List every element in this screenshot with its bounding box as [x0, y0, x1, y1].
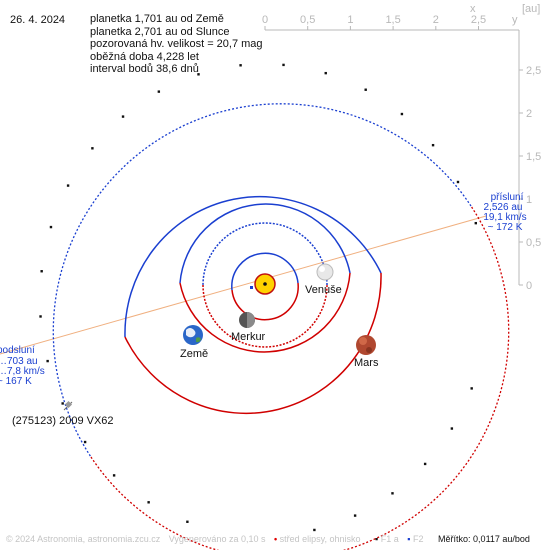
apse-line — [0, 215, 487, 355]
mercury-orbit — [231, 252, 299, 321]
x-tick-label: 2 — [433, 14, 439, 26]
sun — [250, 273, 276, 295]
orbit-point — [83, 440, 87, 444]
distance-sun: planetka 2,701 au od Slunce — [90, 25, 230, 38]
distance-earth: planetka 1,701 au od Země — [90, 13, 224, 25]
x-tick-label: 0 — [262, 14, 268, 26]
orbit-point — [46, 359, 49, 363]
x-tick-label: 1,5 — [385, 14, 400, 26]
orbit-point — [456, 180, 460, 184]
generated-time: Vygenerováno za 0,10 s — [168, 534, 266, 544]
aphelion-title: přísluní — [491, 192, 524, 203]
orbit-point — [470, 387, 473, 390]
copyright: © 2024 Astronomia, astronomia.zcu.cz — [6, 534, 161, 544]
aphelion-distance: 2,526 au — [484, 202, 523, 213]
y-tick-label: 0 — [526, 280, 532, 292]
orbit-point — [364, 88, 367, 91]
y-tick-label: 1 — [526, 194, 532, 206]
asteroid-orbit — [39, 63, 510, 550]
axis-unit: [au] — [522, 3, 540, 15]
orbit-point — [39, 315, 42, 318]
orbit-point — [91, 147, 94, 150]
y-tick-label: 0,5 — [526, 237, 541, 249]
orbit-point — [474, 221, 477, 225]
perihelion-temp: ~ 167 K — [0, 376, 32, 387]
venus-orbit — [202, 222, 328, 348]
scale: Měřítko: 0,0117 au/bod — [438, 534, 530, 544]
orbit-point — [112, 474, 116, 477]
orbit-point — [121, 115, 125, 118]
perihelion-distance: …703 au — [0, 356, 38, 367]
orbit-point — [40, 270, 43, 273]
orbit-point — [186, 520, 189, 523]
orbit-point — [66, 184, 70, 187]
x-axis-label: x — [470, 3, 476, 15]
perihelion-speed: …7,8 km/s — [0, 366, 45, 377]
aphelion-temp: ~ 172 K — [488, 222, 523, 233]
orbital-period: oběžná doba 4,228 let — [90, 50, 199, 63]
legend-foci: ▪ F1 a ▪ F2 — [375, 534, 424, 544]
orbit-point — [157, 90, 161, 93]
mars-orbit — [124, 195, 382, 415]
x-tick-label: 0,5 — [300, 14, 315, 26]
orbit-point — [197, 73, 200, 76]
aphelion-info: přísluní 2,526 au 19,1 km/s ~ 172 K — [483, 192, 526, 233]
orbit-point — [391, 492, 394, 495]
y-tick-label: 1,5 — [526, 151, 541, 163]
orbit-point — [313, 528, 316, 532]
mars-label: Mars — [354, 357, 379, 369]
earth-orbit — [179, 203, 351, 353]
legend-center: • střed elipsy, ohnisko — [273, 534, 361, 544]
orbit-point — [324, 71, 327, 75]
orbit-point — [239, 64, 242, 67]
venus-label: Venuše — [305, 284, 342, 296]
x-tick-label: 2,5 — [471, 14, 486, 26]
asteroid-marker — [63, 400, 73, 411]
footer: © 2024 Astronomia, astronomia.zcu.cz Vyg… — [6, 534, 546, 544]
asteroid-label: (275123) 2009 VX62 — [12, 415, 114, 427]
aphelion-speed: 19,1 km/s — [483, 212, 526, 223]
orbit-point — [282, 63, 285, 67]
perihelion-title: podsluní — [0, 345, 35, 356]
orbit-point — [61, 402, 64, 405]
focus-f2-marker — [250, 286, 253, 289]
orbit-point — [450, 427, 454, 430]
perihelion-info: podsluní …703 au …7,8 km/s ~ 167 K — [0, 345, 45, 387]
y-tick-label: 2,5 — [526, 65, 541, 77]
y-tick-label: 2 — [526, 108, 532, 120]
orbit-point — [147, 501, 150, 504]
orbit-point — [353, 514, 357, 517]
point-interval: interval bodů 38,6 dnů — [90, 63, 199, 75]
orbit-point — [49, 225, 53, 229]
magnitude: pozorovaná hv. velikost = 20,7 mag — [90, 38, 263, 50]
info-panel: planetka 1,701 au od Země planetka 2,701… — [90, 13, 263, 76]
orbit-point — [431, 143, 435, 147]
x-tick-label: 1 — [347, 14, 353, 26]
earth-label: Země — [180, 348, 208, 360]
orbit-point — [400, 112, 404, 116]
mercury-label: Merkur — [231, 331, 266, 343]
venus — [316, 263, 334, 281]
date: 26. 4. 2024 — [10, 14, 66, 26]
earth — [183, 325, 203, 345]
axes: 0 0,5 1 1,5 2 2,5 2,5 2 1,5 1 0,5 0 x y [au] — [262, 3, 541, 292]
y-axis-label: y — [512, 14, 518, 26]
mercury — [239, 312, 255, 328]
orbit-point — [423, 462, 427, 466]
mars — [356, 335, 376, 355]
